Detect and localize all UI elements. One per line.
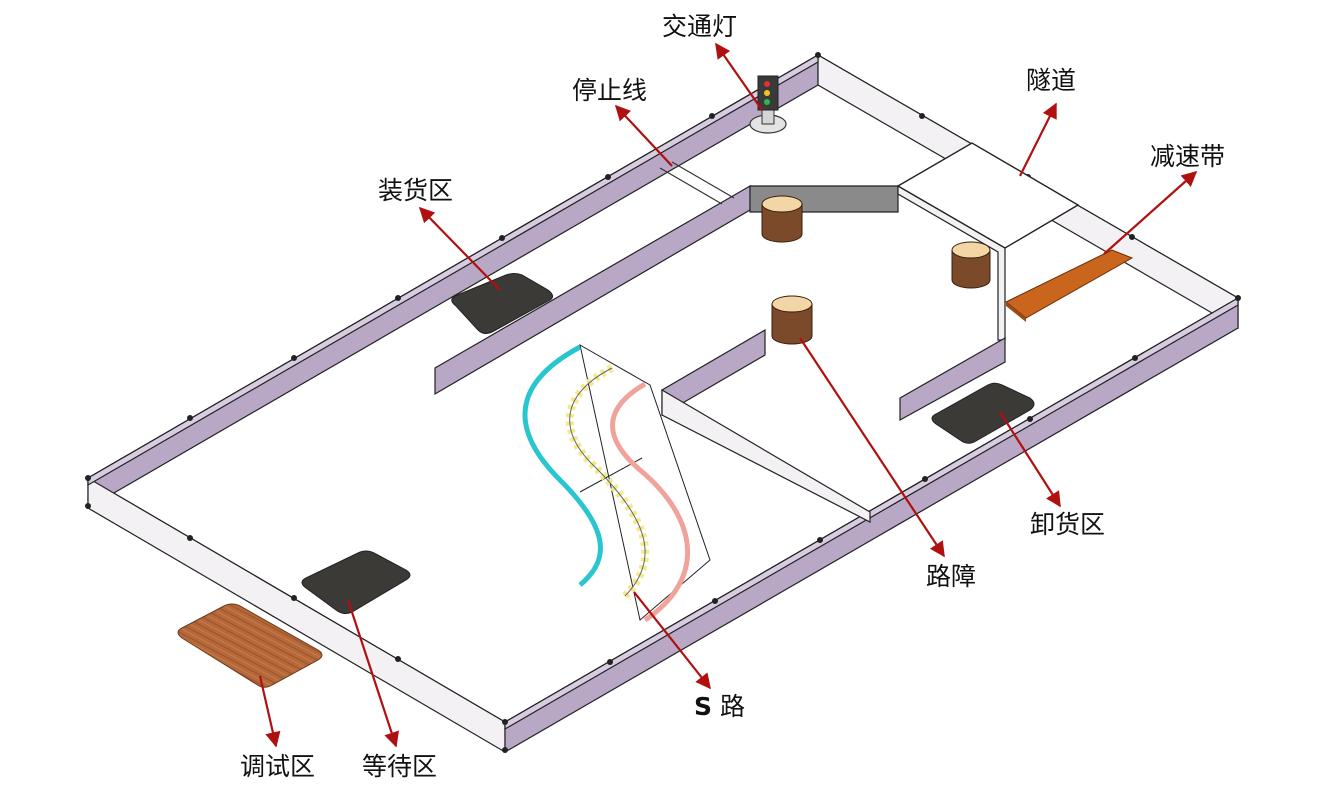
speed-bump-arrow [1103,170,1198,255]
traffic-light [749,75,787,134]
traffic-light-arrow [715,42,763,111]
s-road-arrow [633,591,711,690]
s-road-label-text: 路 [719,692,745,721]
barrels [761,195,991,345]
s-road-label-letter: S [694,692,713,721]
loading-zone-arrow [418,206,501,291]
inner-wall-right [899,336,1006,422]
loading-zone-label: 装货区 [378,176,454,205]
debug-zone-arrow [258,675,281,748]
barrel [761,195,803,243]
speed-bump [1005,249,1134,322]
s-road-label: S 路 [694,694,745,719]
obstacle-label: 路障 [926,562,977,591]
barrel [771,295,813,345]
waiting-zone-arrow [346,599,399,748]
tunnel-arrow [1019,102,1057,177]
barrel [951,241,991,289]
traffic-light-label: 交通灯 [662,12,738,41]
stop-line-arrow [614,104,673,167]
waiting-zone-label: 等待区 [362,752,438,781]
debug-zone-label: 调试区 [240,752,316,781]
stop-line-label: 停止线 [572,76,648,105]
unloading-zone-arrow [999,411,1061,508]
obstacle-arrow [799,337,945,558]
annotation-arrows [258,42,1198,748]
tunnel [896,142,1080,249]
unloading-zone [931,382,1035,444]
speed-bump-label: 减速带 [1150,142,1226,171]
loading-zone [451,273,554,335]
inner-walls [434,184,1006,523]
zones [301,273,1035,615]
stop-line [659,161,735,205]
tunnel-label: 隧道 [1026,66,1077,95]
waiting-zone [301,550,411,615]
outer-wall [87,53,1239,754]
s-road [522,344,711,623]
debug-zone-board [177,603,323,688]
unloading-zone-label: 卸货区 [1030,510,1106,539]
